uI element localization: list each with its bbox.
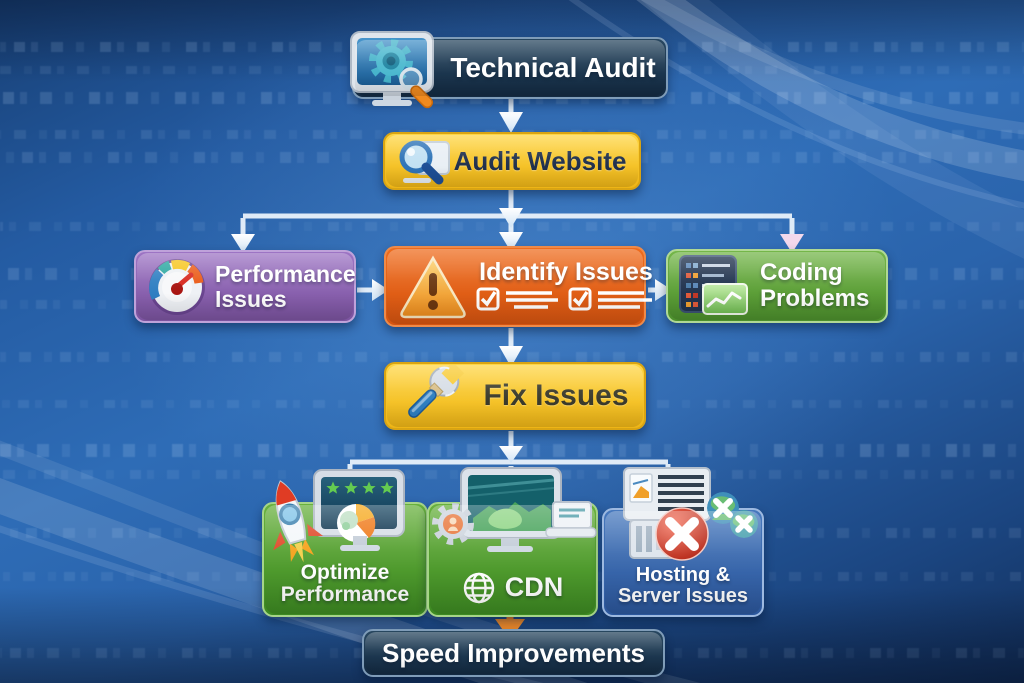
node-label: Performance Issues xyxy=(215,260,356,312)
wrench-icon xyxy=(408,365,465,418)
node-label: Speed Improvements xyxy=(382,637,645,668)
node-label: Fix Issues xyxy=(483,378,629,412)
node-fix-issues: Fix Issues xyxy=(384,362,646,430)
node-audit-website: Audit Website xyxy=(383,132,641,190)
warning-triangle-icon xyxy=(400,254,466,318)
node-label: Hosting & Server Issues xyxy=(617,563,749,608)
monitor-gear-search-icon xyxy=(350,31,434,109)
speedometer-icon xyxy=(149,258,205,315)
magnifier-icon xyxy=(399,140,450,185)
node-coding-problems: Coding Problems xyxy=(666,249,888,323)
node-performance-issues: Performance Issues xyxy=(134,250,356,323)
node-label: Identify Issues xyxy=(479,258,653,286)
code-window-icon xyxy=(679,255,748,315)
node-identify-issues: Identify Issues xyxy=(384,246,653,327)
node-label: CDN xyxy=(504,572,564,603)
server-error-icon xyxy=(623,467,758,561)
node-label: Optimize Performance xyxy=(280,560,410,607)
node-optimize-performance: Optimize Performance xyxy=(262,469,428,617)
node-label: Coding Problems xyxy=(760,259,870,312)
node-technical-audit: Technical Audit xyxy=(350,31,668,109)
rocket-icon xyxy=(273,480,324,563)
checklist-icon xyxy=(476,287,652,311)
node-speed-improvements: Speed Improvements xyxy=(362,629,665,677)
globe-icon xyxy=(463,572,494,604)
cdn-monitor-gear-devices-icon xyxy=(432,467,597,552)
node-hosting-server-issues: Hosting & Server Issues xyxy=(602,467,764,617)
node-cdn: CDN xyxy=(427,467,598,617)
